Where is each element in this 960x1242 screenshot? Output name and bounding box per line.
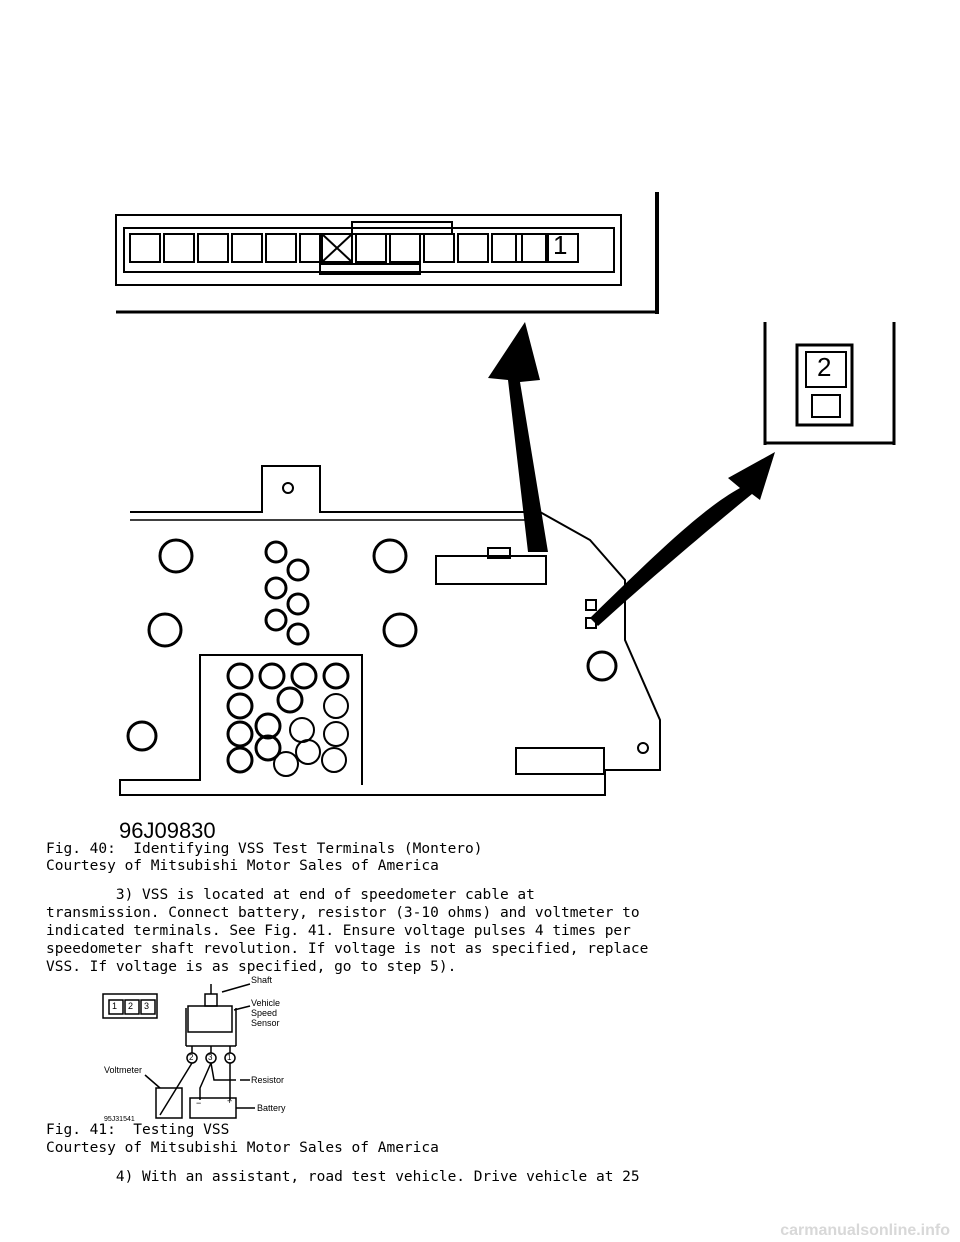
voltmeter-label: Voltmeter <box>104 1065 143 1075</box>
connector-1-pin-label: 1 <box>553 230 568 260</box>
fig41-pin-3: 3 <box>144 1001 150 1011</box>
battery-plus: + <box>227 1096 233 1106</box>
step3-line-2: transmission. Connect battery, resistor … <box>46 905 640 921</box>
fig41-circle-pin-3: 3 <box>208 1053 213 1062</box>
step3-line-5: VSS. If voltage is as specified, go to s… <box>46 959 457 975</box>
figure-40: 1 2 96J09830 <box>115 192 896 843</box>
step3-line-3: indicated terminals. See Fig. 41. Ensure… <box>46 923 631 939</box>
fig40-caption: Fig. 40: Identifying VSS Test Terminals … <box>46 841 483 857</box>
watermark: carmanualsonline.info <box>780 1222 950 1239</box>
fig41-courtesy: Courtesy of Mitsubishi Motor Sales of Am… <box>46 1140 439 1156</box>
vss-label-2: Speed <box>251 1008 278 1018</box>
battery-label: Battery <box>257 1103 286 1113</box>
vss-label-3: Sensor <box>251 1018 280 1028</box>
step3-line-1: 3) VSS is located at end of speedometer … <box>46 887 535 903</box>
step4-line-1: 4) With an assistant, road test vehicle.… <box>46 1169 640 1185</box>
shaft-label: Shaft <box>251 975 273 985</box>
fig41-illustration <box>102 983 255 1119</box>
fig40-illustration <box>115 192 896 796</box>
figure-41: 1 2 3 2 3 1 Shaft Vehicle Speed Sensor R… <box>0 970 960 1123</box>
battery-minus: − <box>196 1098 202 1108</box>
fig40-code: 96J09830 <box>119 818 216 843</box>
connector-2-pin-label: 2 <box>817 352 832 382</box>
fig41-circle-pin-1: 1 <box>227 1053 232 1062</box>
resistor-label: Resistor <box>251 1075 285 1085</box>
vss-label-1: Vehicle <box>251 998 281 1008</box>
fig41-code: 95J31541 <box>104 1116 135 1123</box>
fig41-circle-pin-2: 2 <box>189 1053 194 1062</box>
fig41-caption: Fig. 41: Testing VSS <box>46 1122 230 1138</box>
fig41-pin-2: 2 <box>128 1001 134 1011</box>
step3-line-4: speedometer shaft revolution. If voltage… <box>46 941 649 957</box>
fig41-pin-1: 1 <box>112 1001 118 1011</box>
fig40-courtesy: Courtesy of Mitsubishi Motor Sales of Am… <box>46 858 439 874</box>
